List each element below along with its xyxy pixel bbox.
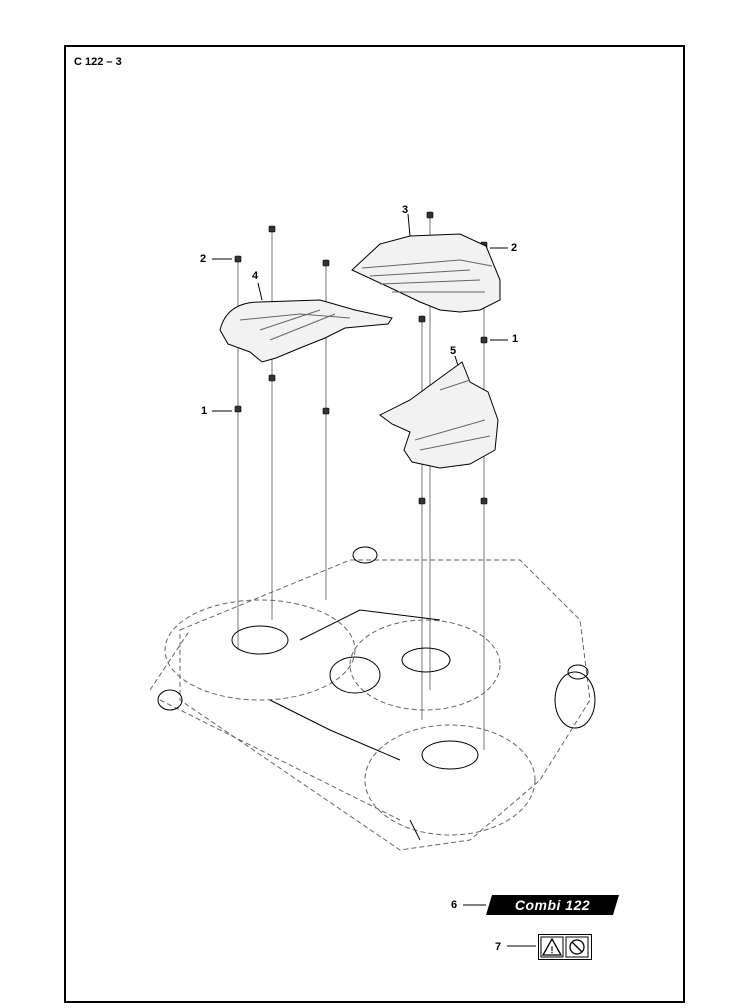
fasteners bbox=[234, 211, 488, 505]
warning-decal: ! bbox=[538, 934, 592, 960]
drawing-frame bbox=[64, 45, 685, 1003]
page-code: C 122 – 3 bbox=[74, 56, 122, 68]
callout-5: 5 bbox=[450, 345, 457, 357]
no-hands-icon bbox=[565, 936, 589, 958]
combi-122-decal: Combi 122 bbox=[514, 897, 591, 913]
callout-4: 4 bbox=[252, 270, 259, 282]
callout-2-right: 2 bbox=[511, 242, 518, 254]
callout-6: 6 bbox=[451, 899, 458, 911]
deck-details bbox=[157, 546, 596, 841]
warning-triangle-icon: ! bbox=[540, 936, 564, 958]
combi-decal-background bbox=[486, 895, 619, 915]
svg-text:!: ! bbox=[551, 945, 554, 955]
callout-3: 3 bbox=[402, 204, 409, 216]
callout-2-left: 2 bbox=[200, 253, 207, 265]
top-cover-part-3 bbox=[351, 233, 501, 313]
left-cover-part-4 bbox=[219, 299, 393, 363]
mower-deck bbox=[149, 559, 591, 851]
callout-7: 7 bbox=[495, 941, 502, 953]
callout-1-right: 1 bbox=[512, 333, 519, 345]
right-cover-part-5 bbox=[379, 361, 499, 469]
callout-1-left: 1 bbox=[201, 405, 208, 417]
